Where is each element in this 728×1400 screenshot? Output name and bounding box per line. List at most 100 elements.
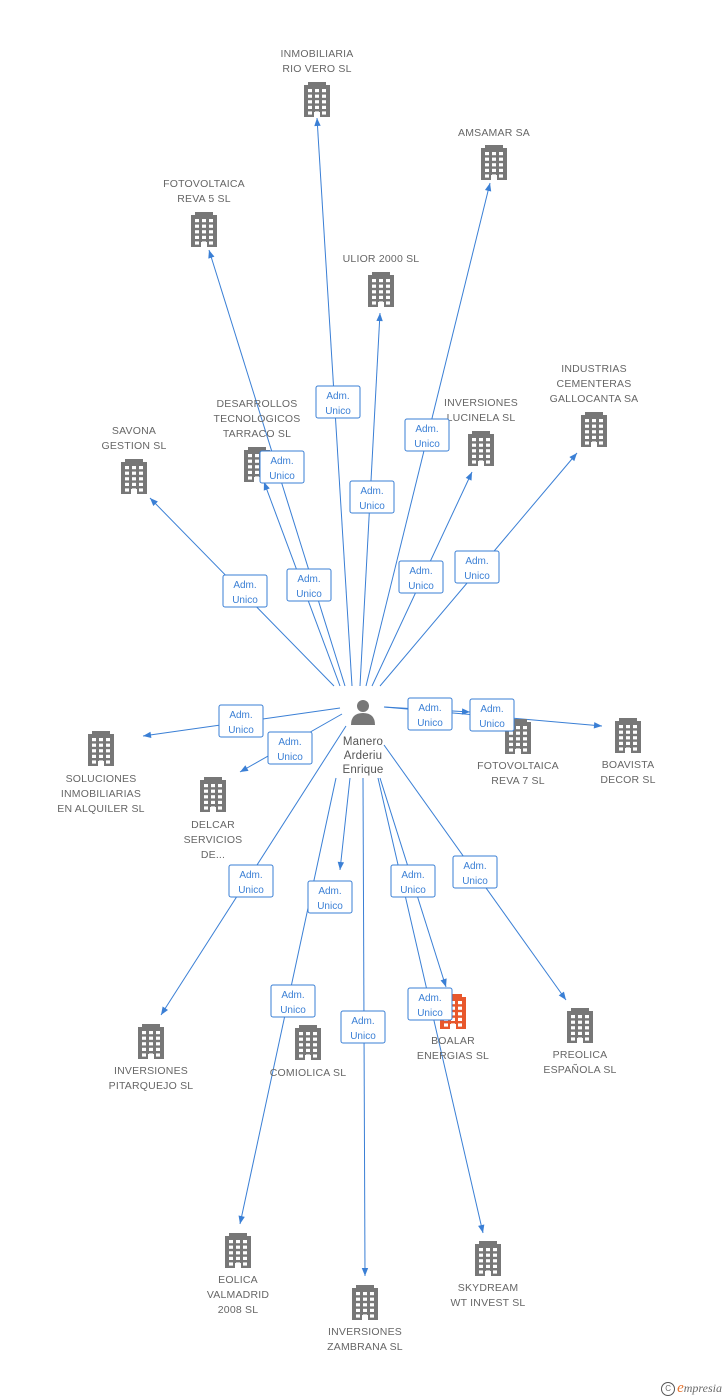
brand-name: mpresia	[683, 1381, 722, 1395]
company-label-inversiones-pitarquejo[interactable]: PITARQUEJO SL	[109, 1080, 194, 1092]
company-label-desarrollos-tecnologicos[interactable]: DESARROLLOS	[217, 398, 298, 410]
building-icon-eolica-valmadrid[interactable]	[225, 1233, 251, 1268]
company-label-soluciones-inmobiliarias[interactable]: EN ALQUILER SL	[57, 803, 144, 815]
company-label-inversiones-pitarquejo[interactable]: INVERSIONES	[114, 1065, 188, 1077]
company-label-skydream-wt-invest[interactable]: SKYDREAM	[458, 1282, 519, 1294]
arrow-head-inmobiliaria-rio-vero	[314, 118, 321, 127]
company-label-preolica-espanola[interactable]: ESPAÑOLA SL	[543, 1063, 616, 1076]
badges-layer: Adm.UnicoAdm.UnicoAdm.UnicoAdm.UnicoAdm.…	[218, 385, 515, 1044]
company-label-delcar-servicios[interactable]: SERVICIOS	[184, 834, 243, 846]
badge-text: Unico	[408, 581, 434, 592]
company-label-skydream-wt-invest[interactable]: WT INVEST SL	[451, 1297, 526, 1309]
building-icon-boavista-decor[interactable]	[615, 718, 641, 753]
role-badge-industrias-cementeras[interactable]: Adm.Unico	[454, 550, 500, 584]
company-label-inmobiliaria-rio-vero[interactable]: INMOBILIARIA	[281, 48, 354, 60]
company-label-delcar-servicios[interactable]: DE...	[201, 849, 225, 861]
badge-text: Adm.	[270, 456, 293, 467]
role-badge-fotovoltaica-reva-7[interactable]: Adm.Unico	[407, 697, 453, 731]
person-name[interactable]: Arderiu	[344, 750, 382, 762]
person-name[interactable]: Enrique	[342, 764, 383, 776]
company-label-preolica-espanola[interactable]: PREOLICA	[553, 1049, 608, 1061]
role-badge-boavista-decor[interactable]: Adm. Unico	[469, 698, 515, 732]
role-badge-fotovoltaica-reva-5[interactable]: Adm. Unico	[259, 450, 305, 484]
company-label-inversiones-lucinela[interactable]: INVERSIONES	[444, 397, 518, 409]
company-label-inmobiliaria-rio-vero[interactable]: RIO VERO SL	[282, 63, 351, 75]
company-label-industrias-cementeras[interactable]: CEMENTERAS	[557, 378, 632, 390]
company-label-inversiones-lucinela[interactable]: LUCINELA SL	[447, 412, 516, 424]
building-icon-ulior-2000[interactable]	[368, 272, 394, 307]
building-icon-amsamar[interactable]	[481, 145, 507, 180]
badge-text: Unico	[417, 1008, 443, 1019]
arrow-head-industrias-cementeras	[569, 453, 577, 462]
company-label-inversiones-zambrana[interactable]: INVERSIONES	[328, 1326, 402, 1338]
building-icon-soluciones-inmobiliarias[interactable]	[88, 731, 114, 766]
badge-text: Unico	[228, 725, 254, 736]
role-badge-desarrollos-tecnologicos[interactable]: Adm.Unico	[286, 568, 332, 602]
building-icon-savona-gestion[interactable]	[121, 459, 147, 494]
role-badge-savona-gestion[interactable]: Adm.Unico	[222, 574, 268, 608]
role-badge-boalar-energias[interactable]: Adm.Unico	[390, 864, 436, 898]
company-label-desarrollos-tecnologicos[interactable]: TARRACO SL	[223, 428, 291, 440]
company-label-soluciones-inmobiliarias[interactable]: INMOBILIARIAS	[61, 788, 141, 800]
arrow-head-fotovoltaica-reva-7	[461, 708, 470, 715]
building-icon-preolica-espanola[interactable]	[567, 1008, 593, 1043]
person-name[interactable]: Manero	[343, 736, 383, 748]
role-badge-inversiones-zambrana[interactable]: Adm.Unico	[340, 1010, 386, 1044]
badge-text: Adm.	[229, 710, 252, 721]
company-label-inversiones-zambrana[interactable]: ZAMBRANA SL	[327, 1341, 403, 1353]
company-label-boavista-decor[interactable]: BOAVISTA	[602, 759, 655, 771]
building-icon-industrias-cementeras[interactable]	[581, 412, 607, 447]
company-label-eolica-valmadrid[interactable]: VALMADRID	[207, 1289, 269, 1301]
company-label-industrias-cementeras[interactable]: INDUSTRIAS	[561, 363, 627, 375]
arrow-head-desarrollos-tecnologicos	[263, 482, 270, 491]
role-badge-ulior-2000[interactable]: Adm.Unico	[349, 480, 395, 514]
role-badge-preolica-espanola[interactable]: Adm.Unico	[452, 855, 498, 889]
badge-text: Unico	[479, 719, 505, 730]
company-label-soluciones-inmobiliarias[interactable]: SOLUCIONES	[66, 773, 137, 785]
company-label-fotovoltaica-reva-7[interactable]: FOTOVOLTAICA	[477, 760, 559, 772]
nodes-layer: INMOBILIARIA RIO VERO SL AMSAMAR SA FOTOVOL…	[57, 48, 655, 1353]
role-badge-amsamar[interactable]: Adm.Unico	[404, 418, 450, 452]
person-icon[interactable]	[351, 700, 375, 725]
badge-text: Adm.	[480, 704, 503, 715]
building-icon-inversiones-zambrana[interactable]	[352, 1285, 378, 1320]
badge-text: Unico	[417, 718, 443, 729]
company-label-industrias-cementeras[interactable]: GALLOCANTA SA	[550, 393, 639, 405]
badge-text: Unico	[269, 471, 295, 482]
role-badge-eolica-valmadrid[interactable]: Adm.Unico	[270, 984, 316, 1018]
company-label-comiolica[interactable]: COMIOLICA SL	[270, 1067, 347, 1079]
role-badge-inversiones-pitarquejo[interactable]: Adm.Unico	[228, 864, 274, 898]
company-label-savona-gestion[interactable]: GESTION SL	[101, 440, 166, 452]
building-icon-skydream-wt-invest[interactable]	[475, 1241, 501, 1276]
company-label-boavista-decor[interactable]: DECOR SL	[600, 774, 655, 786]
badge-text: Unico	[317, 901, 343, 912]
company-label-savona-gestion[interactable]: SAVONA	[112, 425, 156, 437]
company-label-fotovoltaica-reva-5[interactable]: FOTOVOLTAICA	[163, 178, 245, 190]
company-label-eolica-valmadrid[interactable]: 2008 SL	[218, 1304, 259, 1316]
role-badge-inversiones-lucinela[interactable]: Adm.Unico	[398, 560, 444, 594]
company-label-boalar-energias[interactable]: ENERGIAS SL	[417, 1050, 489, 1062]
company-label-boalar-energias[interactable]: BOALAR	[431, 1035, 475, 1047]
role-badge-soluciones-inmobiliarias[interactable]: Adm. Unico	[218, 704, 264, 738]
role-badge-comiolica[interactable]: Adm.Unico	[307, 880, 353, 914]
company-label-desarrollos-tecnologicos[interactable]: TECNOLOGICOS	[214, 413, 301, 425]
company-label-fotovoltaica-reva-5[interactable]: REVA 5 SL	[177, 193, 231, 205]
company-label-eolica-valmadrid[interactable]: EOLICA	[218, 1274, 258, 1286]
company-label-ulior-2000[interactable]: ULIOR 2000 SL	[343, 253, 420, 265]
building-icon-delcar-servicios[interactable]	[200, 777, 226, 812]
arrow-head-fotovoltaica-reva-5	[208, 250, 215, 259]
building-icon-fotovoltaica-reva-5[interactable]	[191, 212, 217, 247]
building-icon-comiolica[interactable]	[295, 1025, 321, 1060]
role-badge-skydream-wt-invest[interactable]: Adm.Unico	[407, 987, 453, 1021]
building-icon-inmobiliaria-rio-vero[interactable]	[304, 82, 330, 117]
company-label-delcar-servicios[interactable]: DELCAR	[191, 819, 235, 831]
role-badge-inmobiliaria-rio-vero[interactable]: Adm.Unico	[315, 385, 361, 419]
company-label-fotovoltaica-reva-7[interactable]: REVA 7 SL	[491, 775, 545, 787]
company-label-amsamar[interactable]: AMSAMAR SA	[458, 127, 530, 139]
building-icon-inversiones-pitarquejo[interactable]	[138, 1024, 164, 1059]
role-badge-delcar-servicios[interactable]: Adm.Unico	[267, 731, 313, 765]
building-icon-inversiones-lucinela[interactable]	[468, 431, 494, 466]
